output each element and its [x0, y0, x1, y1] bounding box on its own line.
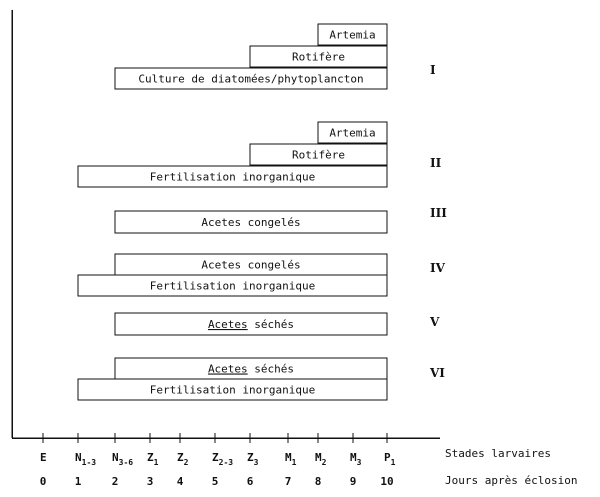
feeding-bar-label: Rotifère — [292, 51, 345, 64]
stage-labels: E N1-3 N3-6 Z1 Z2 Z2-3 Z3 M1 M2 M3 P1 — [40, 451, 396, 467]
feeding-bar-label: Acetes séchés — [208, 318, 294, 331]
stage-label: P1 — [384, 451, 396, 467]
day-label: 4 — [177, 475, 184, 488]
feeding-bar — [317, 23, 388, 46]
day-label: 3 — [147, 475, 154, 488]
feeding-bar — [249, 45, 388, 68]
day-label: 1 — [75, 475, 82, 488]
stage-label: M3 — [350, 451, 362, 467]
feeding-bar-label: Artemia — [329, 127, 375, 140]
stage-label: N3-6 — [112, 451, 133, 467]
day-label: 9 — [350, 475, 357, 488]
feeding-bar — [77, 378, 388, 401]
regime-numeral: IV — [430, 261, 446, 275]
day-label: 0 — [40, 475, 47, 488]
feeding-bar-label: Artemia — [329, 29, 375, 42]
day-label: 2 — [112, 475, 119, 488]
feeding-bar — [114, 210, 388, 234]
day-label: 7 — [285, 475, 292, 488]
stage-label: Z2-3 — [212, 451, 233, 467]
regime-numeral: I — [430, 63, 436, 77]
stage-label: M2 — [315, 451, 327, 467]
day-label: 10 — [380, 475, 393, 488]
feeding-bar-label: Acetes congelés — [201, 216, 300, 229]
feeding-bar-label: Acetes séchés — [208, 363, 294, 376]
day-label: 6 — [247, 475, 254, 488]
feeding-bar — [77, 165, 388, 188]
feeding-bar — [249, 143, 388, 166]
regime-numeral: VI — [429, 366, 445, 380]
regime-numeral: V — [429, 315, 440, 329]
axis-ticks — [42, 433, 388, 443]
feeding-bar-label: Culture de diatomées/phytoplancton — [138, 73, 363, 86]
feeding-bar-label: Acetes congelés — [201, 259, 300, 272]
feeding-bar — [77, 274, 388, 297]
day-labels: 0 1 2 3 4 5 6 7 8 9 10 — [40, 475, 394, 488]
feeding-bar-label: Fertilisation inorganique — [150, 384, 316, 397]
stage-label: E — [40, 451, 47, 464]
stage-label: Z3 — [247, 451, 259, 467]
feeding-bar — [114, 312, 388, 336]
feeding-bar — [317, 121, 388, 144]
stages-axis-caption: Stades larvaires — [445, 447, 551, 460]
stage-label: N1-3 — [75, 451, 96, 467]
days-axis-caption: Jours après éclosion — [445, 474, 577, 487]
feeding-bar — [114, 67, 388, 90]
stage-label: M1 — [285, 451, 297, 467]
regime-numeral: III — [430, 206, 447, 220]
day-label: 8 — [315, 475, 322, 488]
stage-label: Z2 — [177, 451, 189, 467]
stage-label: Z1 — [147, 451, 159, 467]
regime-numeral: II — [430, 156, 442, 170]
feeding-bar-label: Fertilisation inorganique — [150, 280, 316, 293]
feeding-bar-label: Fertilisation inorganique — [150, 171, 316, 184]
feeding-bar-label: Rotifère — [292, 149, 345, 162]
day-label: 5 — [212, 475, 219, 488]
